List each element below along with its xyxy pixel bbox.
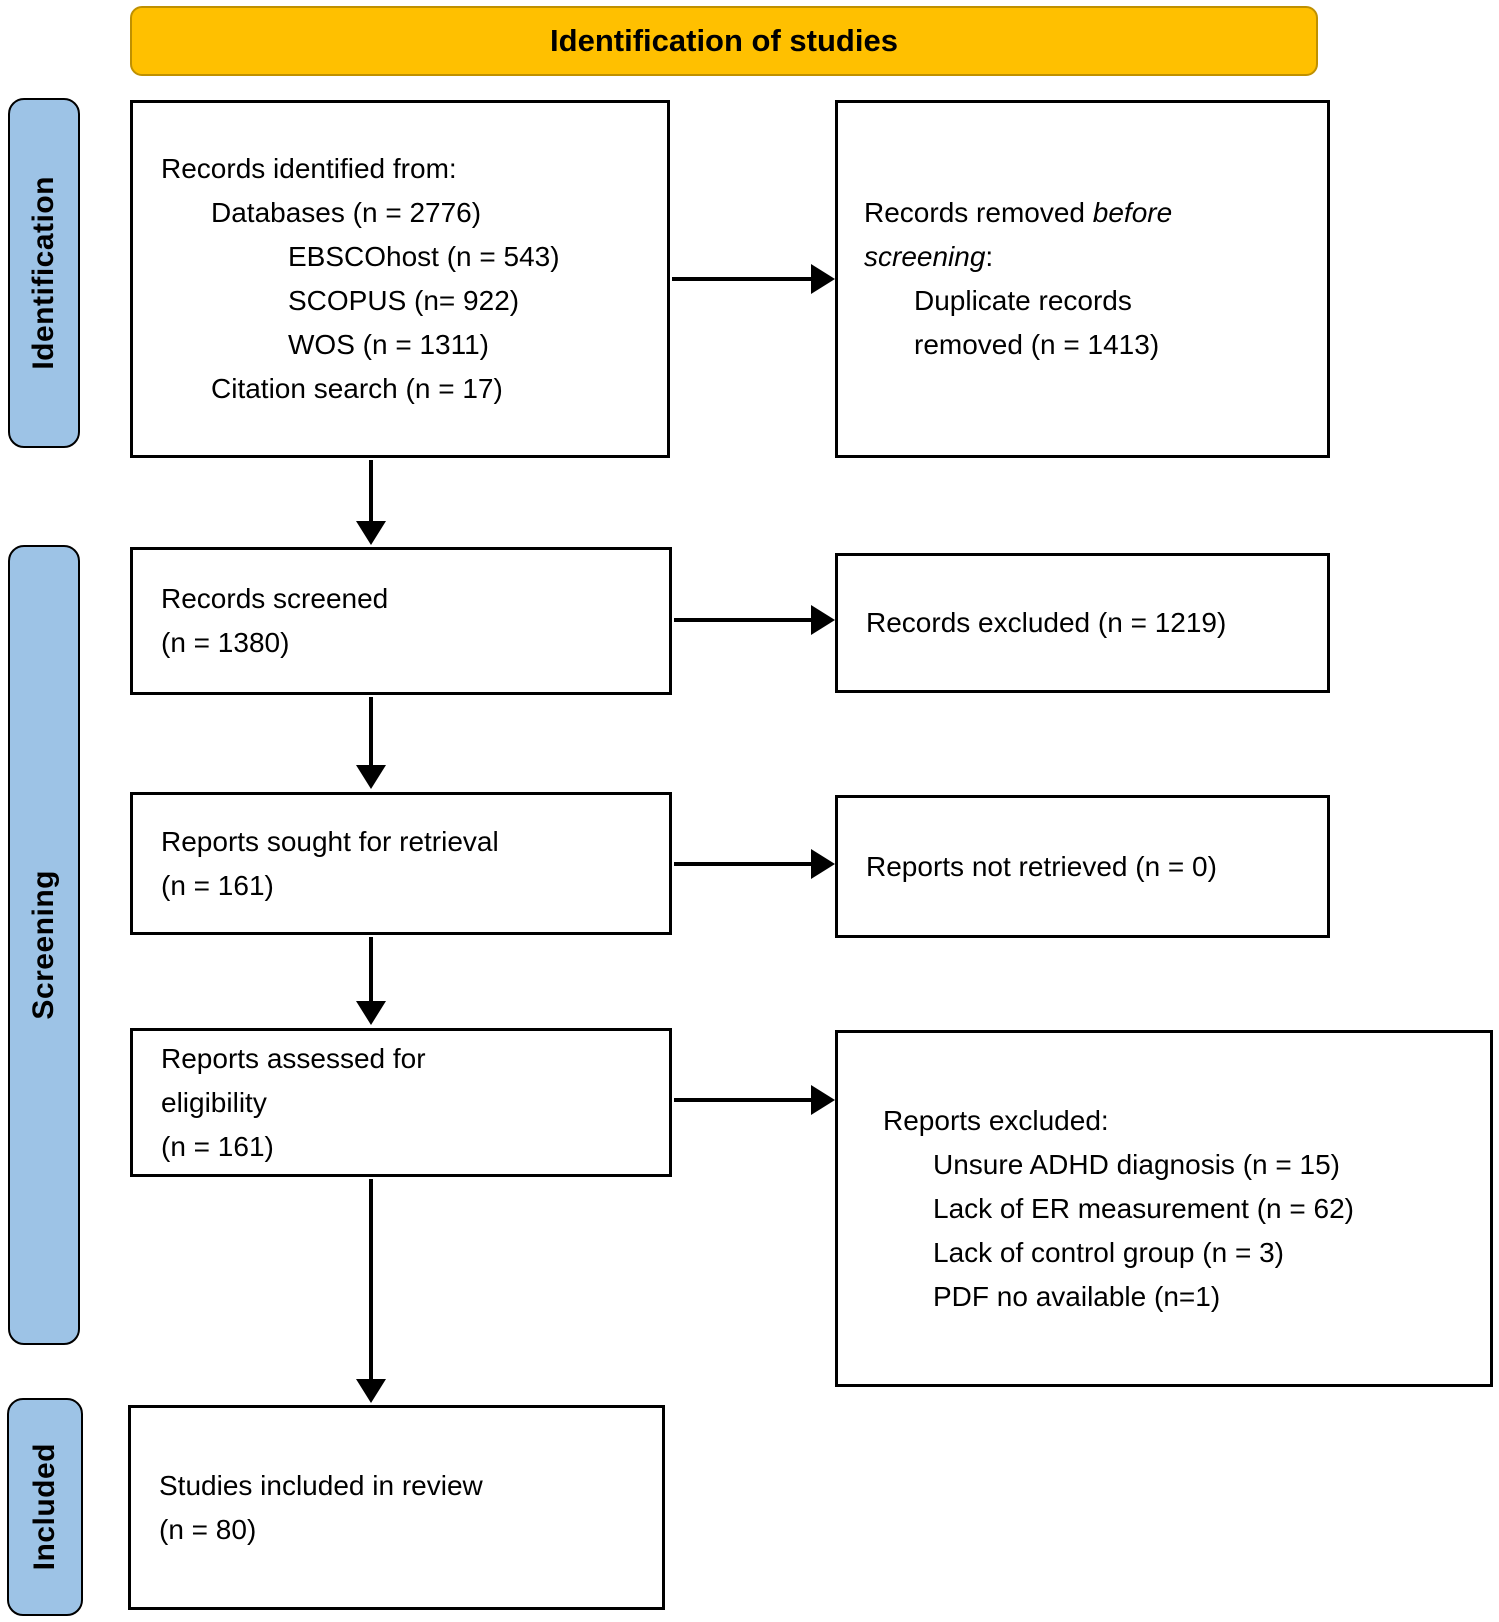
arrow-head-down-icon bbox=[356, 521, 386, 545]
records-excluded-text: Records excluded (n = 1219) bbox=[866, 607, 1227, 638]
arrow-shaft bbox=[369, 1179, 373, 1383]
arrow-head-down-icon bbox=[356, 1001, 386, 1025]
records-removed-line1: Records removed before bbox=[864, 191, 1317, 235]
arrow-head-right-icon bbox=[811, 849, 835, 879]
records-removed-line2: screening: bbox=[864, 235, 1317, 279]
box-records-excluded: Records excluded (n = 1219) bbox=[835, 553, 1330, 693]
stage-label-screening-text: Screening bbox=[27, 870, 60, 1020]
arrow-shaft bbox=[369, 937, 373, 1005]
records-removed-line2-normal: : bbox=[985, 241, 994, 272]
records-screened-line1: Records screened bbox=[161, 583, 389, 614]
arrow-head-down-icon bbox=[356, 765, 386, 789]
records-identified-ebscohost: EBSCOhost (n = 543) bbox=[288, 241, 560, 272]
box-records-screened: Records screened (n = 1380) bbox=[130, 547, 672, 695]
arrow-shaft bbox=[674, 1098, 813, 1102]
box-reports-excluded: Reports excluded: Unsure ADHD diagnosis … bbox=[835, 1030, 1493, 1387]
records-removed-line1-italic: before bbox=[1092, 197, 1173, 228]
reports-assessed-line1: Reports assessed for bbox=[161, 1042, 426, 1074]
arrow-shaft bbox=[672, 277, 813, 281]
arrow-head-right-icon bbox=[811, 264, 835, 294]
reports-not-retrieved-text: Reports not retrieved (n = 0) bbox=[866, 850, 1217, 882]
records-identified-wos: WOS (n = 1311) bbox=[288, 329, 490, 360]
reports-excluded-reason-1: Unsure ADHD diagnosis (n = 15) bbox=[933, 1148, 1340, 1180]
diagram-title: Identification of studies bbox=[550, 23, 898, 58]
arrow-head-down-icon bbox=[356, 1379, 386, 1403]
arrow-sought-to-not-retrieved bbox=[674, 849, 835, 879]
records-identified-title: Records identified from: bbox=[161, 153, 457, 184]
records-identified-scopus: SCOPUS (n= 922) bbox=[288, 285, 520, 316]
arrow-screened-to-excluded bbox=[674, 605, 835, 635]
stage-label-screening: Screening bbox=[8, 545, 80, 1345]
reports-excluded-reason-3: Lack of control group (n = 3) bbox=[933, 1236, 1284, 1268]
box-reports-assessed: Reports assessed for eligibility (n = 16… bbox=[130, 1028, 672, 1177]
arrow-shaft bbox=[369, 697, 373, 769]
arrow-assessed-to-reports-excluded bbox=[674, 1085, 835, 1115]
stage-label-included-text: Included bbox=[28, 1443, 61, 1571]
studies-included-line1: Studies included in review bbox=[159, 1469, 483, 1501]
box-records-identified: Records identified from: Databases (n = … bbox=[130, 100, 670, 458]
records-removed-line1-normal: Records removed bbox=[864, 197, 1093, 228]
arrow-identified-to-removed bbox=[672, 264, 835, 294]
arrow-shaft bbox=[369, 460, 373, 525]
arrow-head-right-icon bbox=[811, 605, 835, 635]
reports-excluded-title: Reports excluded: bbox=[883, 1104, 1109, 1136]
arrow-shaft bbox=[674, 862, 813, 866]
reports-excluded-reason-4: PDF no available (n=1) bbox=[933, 1280, 1221, 1312]
arrow-sought-to-assessed bbox=[356, 937, 386, 1025]
stage-label-identification: Identification bbox=[8, 98, 80, 448]
records-identified-citation-search: Citation search (n = 17) bbox=[211, 373, 503, 404]
records-removed-line2-italic: screening bbox=[864, 241, 986, 272]
arrow-identified-to-screened bbox=[356, 460, 386, 545]
diagram-title-banner: Identification of studies bbox=[130, 6, 1318, 76]
arrow-head-right-icon bbox=[811, 1085, 835, 1115]
box-records-removed: Records removed before screening: Duplic… bbox=[835, 100, 1330, 458]
reports-assessed-line2: eligibility bbox=[161, 1086, 267, 1118]
arrow-screened-to-sought bbox=[356, 697, 386, 789]
records-removed-duplicates-1: Duplicate records bbox=[914, 285, 1132, 316]
stage-label-included: Included bbox=[7, 1398, 83, 1616]
box-reports-not-retrieved: Reports not retrieved (n = 0) bbox=[835, 795, 1330, 938]
records-screened-line2: (n = 1380) bbox=[161, 627, 290, 658]
reports-sought-line2: (n = 161) bbox=[161, 869, 274, 901]
records-removed-duplicates-2: removed (n = 1413) bbox=[914, 329, 1160, 360]
reports-sought-line1: Reports sought for retrieval bbox=[161, 825, 499, 857]
arrow-assessed-to-included bbox=[356, 1179, 386, 1403]
box-reports-sought: Reports sought for retrieval (n = 161) bbox=[130, 792, 672, 935]
box-studies-included: Studies included in review (n = 80) bbox=[128, 1405, 665, 1610]
reports-assessed-line3: (n = 161) bbox=[161, 1130, 274, 1162]
studies-included-line2: (n = 80) bbox=[159, 1513, 257, 1545]
arrow-shaft bbox=[674, 618, 813, 622]
reports-excluded-reason-2: Lack of ER measurement (n = 62) bbox=[933, 1192, 1354, 1224]
records-identified-databases: Databases (n = 2776) bbox=[211, 197, 482, 228]
stage-label-identification-text: Identification bbox=[27, 176, 60, 370]
